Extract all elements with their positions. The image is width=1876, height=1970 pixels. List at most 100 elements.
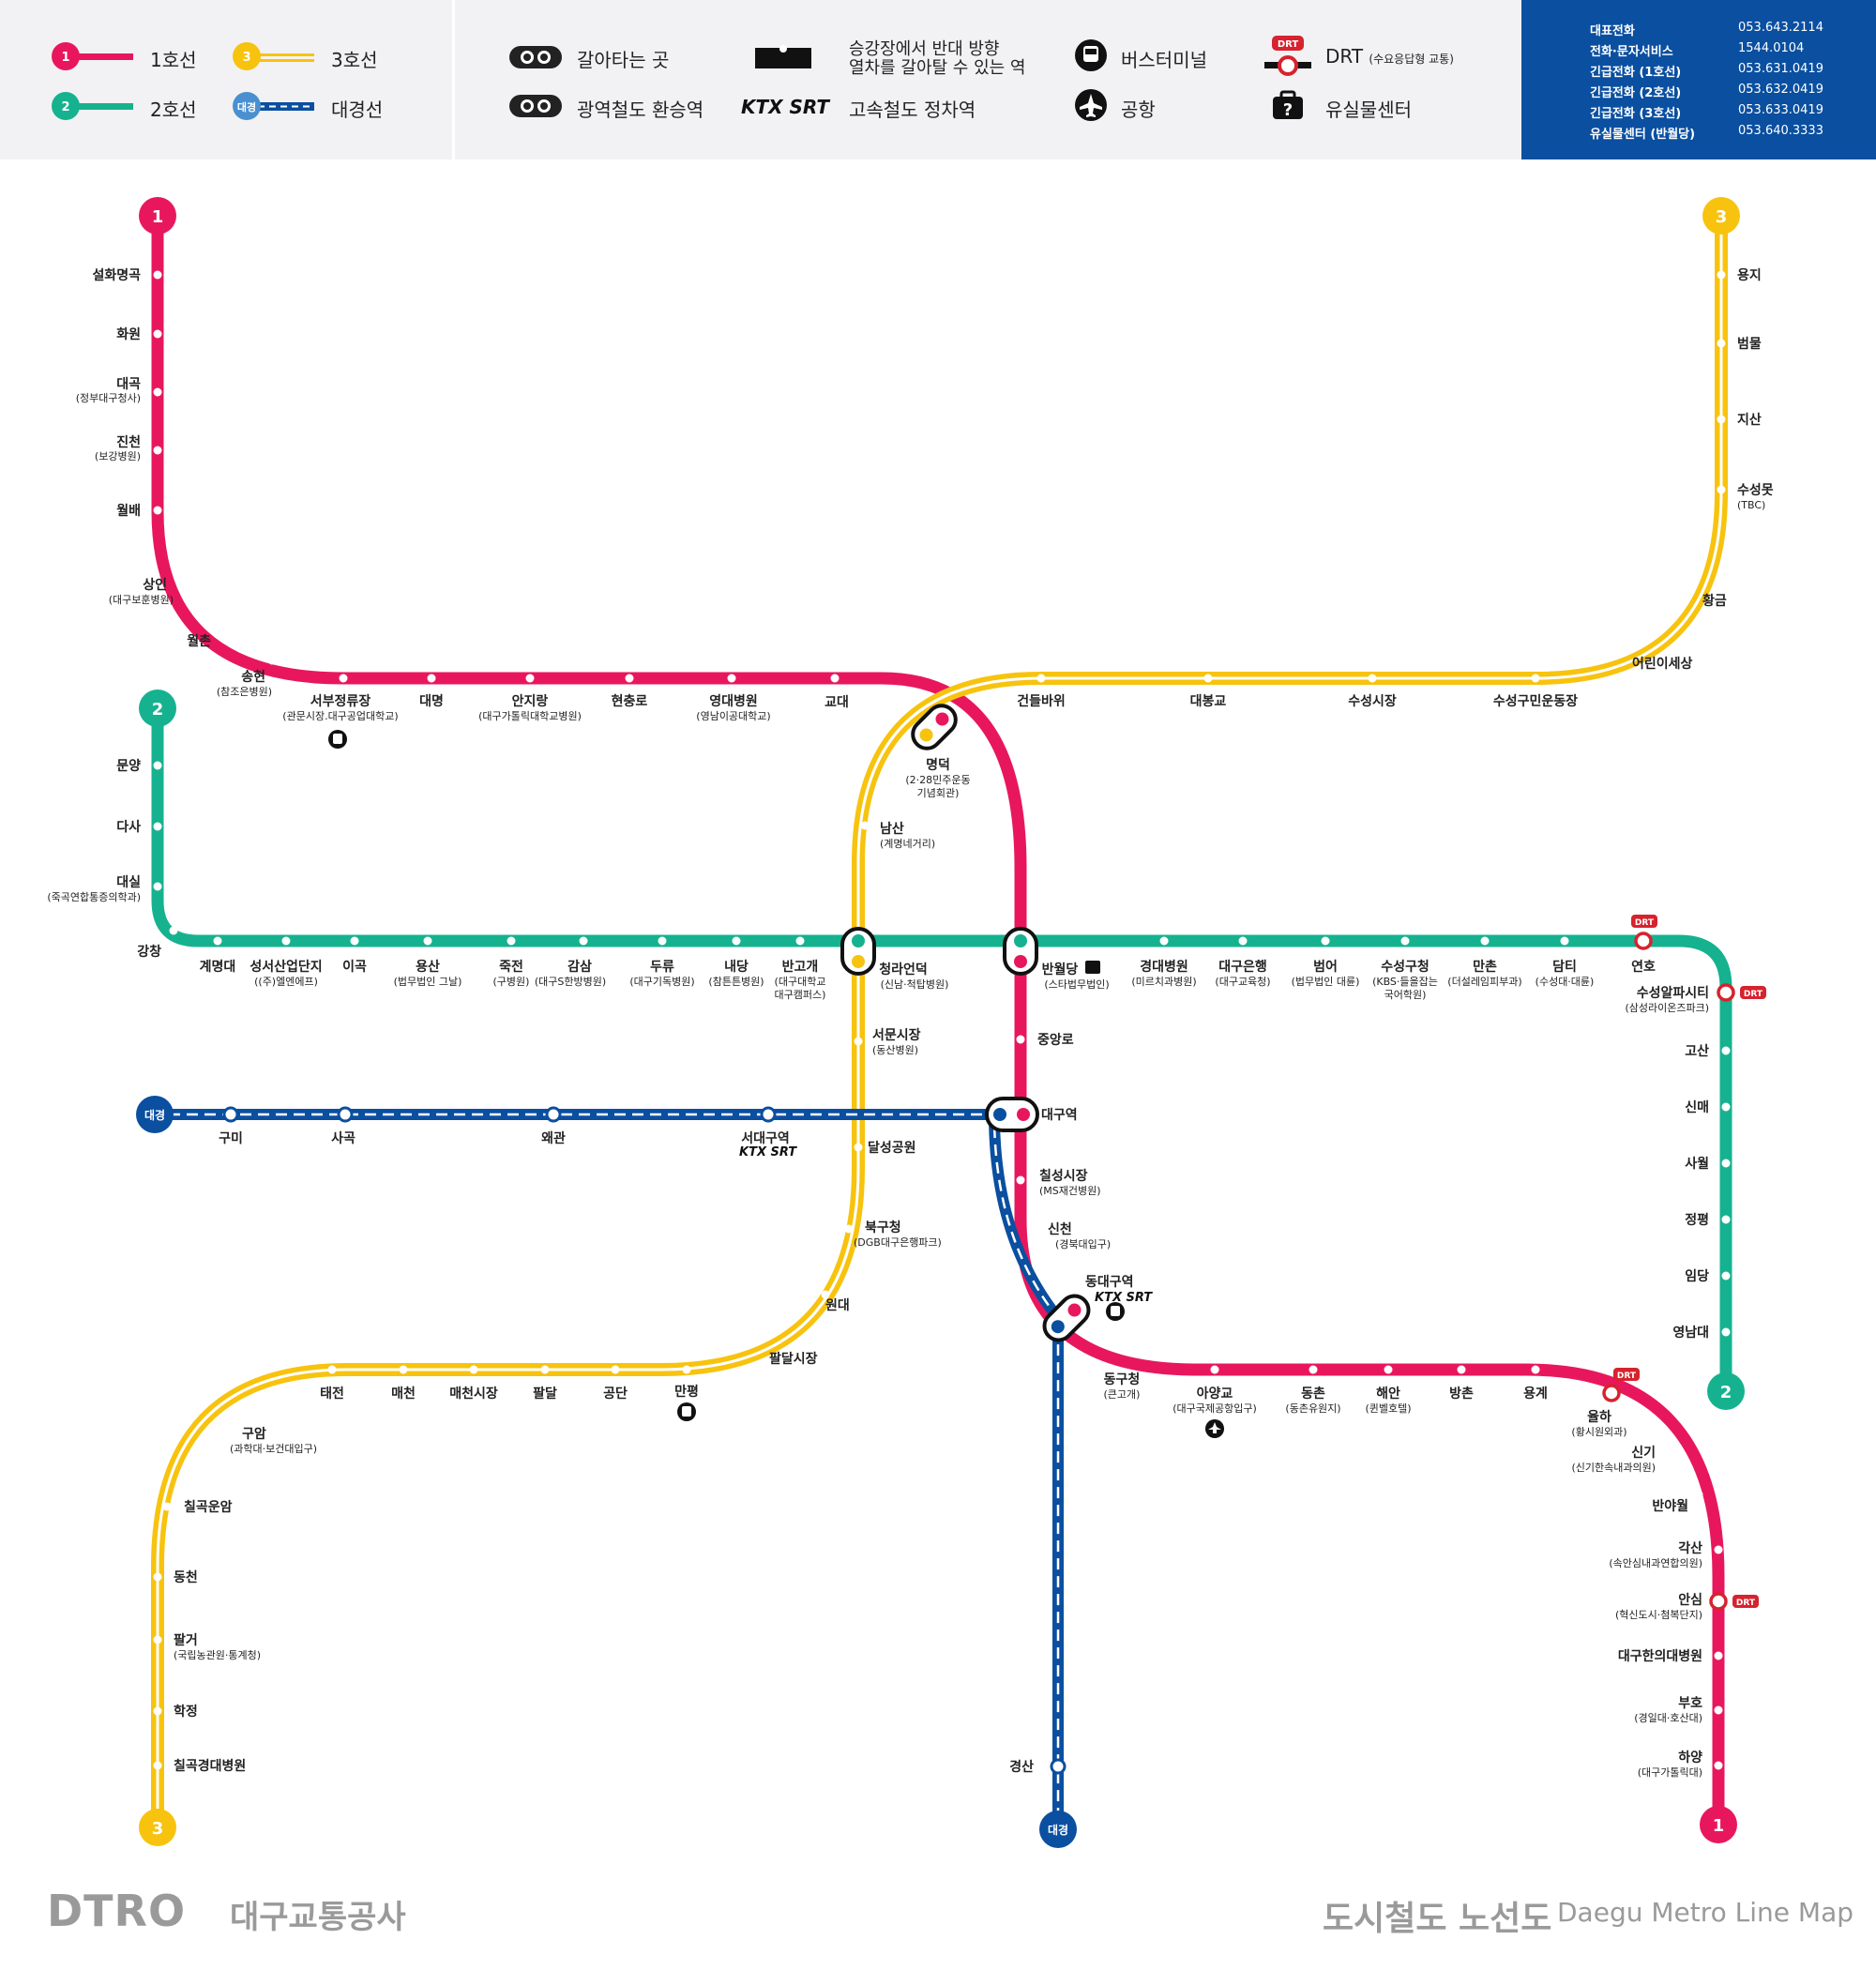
station-sublabel: (MS재건병원) — [1039, 1185, 1101, 1197]
station-label: 북구청 — [865, 1220, 901, 1235]
line3-swatch-b — [247, 59, 314, 62]
contact-value: 053.631.0419 — [1738, 62, 1823, 76]
opposite-platform-icon — [755, 48, 811, 68]
station-label: 각산 — [1678, 1540, 1702, 1556]
transfer-marker-cheongna — [840, 927, 876, 976]
contact-value: 053.643.2114 — [1738, 21, 1823, 35]
station-sublabel: (혁신도시·첨복단지) — [1615, 1609, 1702, 1621]
drt-station-icon — [1278, 55, 1298, 76]
station-sublabel: (황시원외과) — [1571, 1426, 1626, 1438]
station-label: 동천 — [174, 1570, 198, 1585]
station-label: 안지랑 — [512, 693, 549, 709]
station-label: 지산 — [1737, 412, 1762, 428]
station-sublabel: (법무법인 대륜) — [1292, 976, 1360, 988]
legend-line2-label: 2호선 — [150, 98, 197, 121]
lost-found-icon — [1273, 97, 1303, 119]
contact-label: 긴급전화 (3호선) — [1590, 107, 1682, 121]
station-label: 만평 — [674, 1384, 699, 1400]
station-sublabel: (대구가톨릭대) — [1638, 1766, 1702, 1779]
station-label: 신기 — [1631, 1446, 1656, 1461]
station-sublabel: (DGB대구은행파크) — [854, 1236, 942, 1249]
station-sublabel: (미르치과병원) — [1131, 976, 1196, 988]
station-label: 학정 — [174, 1704, 198, 1720]
station-sublabel: (퀸벨호텔) — [1365, 1402, 1411, 1415]
transfer-marker-daegu-station — [985, 1097, 1039, 1132]
station-label: 명덕 — [926, 757, 950, 773]
legend-drt-text: DRT — [1325, 45, 1364, 68]
drt-marker-yeonho: DRT — [1631, 915, 1657, 950]
station-label: 상인 — [143, 577, 167, 593]
station-label: 사월 — [1685, 1156, 1709, 1172]
station-sublabel: (대구S한방병원) — [535, 976, 606, 988]
station-sublabel: (신남·척탑병원) — [881, 978, 949, 991]
station-label: 범물 — [1737, 337, 1762, 352]
station-sublabel: (대구보훈병원) — [109, 594, 174, 606]
station-label: 수성구민운동장 — [1493, 693, 1578, 709]
contact-label: 긴급전화 (1호선) — [1590, 66, 1682, 80]
ktx-srt-logo: KTX SRT — [739, 1145, 797, 1159]
station-sublabel: (TBC) — [1737, 499, 1765, 511]
line3-badge — [233, 42, 261, 70]
line1-station-dots — [153, 270, 1723, 1770]
line3-swatch-a — [247, 53, 314, 56]
station-sublabel: (과학대·보건대입구) — [230, 1443, 317, 1455]
station-labels: 설화명곡 화원 대곡 (정부대구청사) 진천 (보강병원) 월배 상인 (대구보… — [47, 267, 1773, 1779]
transfer-marker-dongdaegu — [1042, 1294, 1091, 1342]
line3-station-dots — [153, 270, 1726, 1770]
line3-route — [151, 216, 1728, 1827]
legend-divider — [452, 0, 455, 159]
daegyeong-terminal-text: 대경 — [144, 1109, 165, 1122]
station-label: 대곡 — [116, 377, 141, 392]
station-sublabel: (보강병원) — [95, 450, 141, 462]
line1-terminal-badge: 1 — [139, 197, 176, 235]
station-label: 칠곡운암 — [184, 1499, 233, 1515]
station-label: 서대구역 — [741, 1130, 790, 1146]
contact-row: 긴급전화 (3호선)053.633.0419 — [1590, 103, 1853, 124]
drt-badge-text: DRT — [1635, 918, 1655, 928]
station-label: 동촌 — [1301, 1387, 1325, 1402]
regional-transfer-icon — [509, 95, 562, 117]
station-label: 건들바위 — [1017, 693, 1066, 709]
drt-marker-yulha: DRT — [1602, 1368, 1640, 1402]
station-label: 해안 — [1376, 1386, 1400, 1402]
legend-drt-sub: (수요응답형 교통) — [1369, 53, 1454, 66]
legend-airport-label: 공항 — [1121, 98, 1156, 121]
contact-row: 유실물센터 (반월당)053.640.3333 — [1590, 124, 1853, 144]
station-sublabel: (정부대구청사) — [76, 392, 141, 404]
dtro-logo: DTRO — [47, 1886, 187, 1936]
station-label: 화원 — [116, 327, 141, 342]
station-label: 칠곡경대병원 — [174, 1758, 246, 1774]
station-sublabel: (구병원) — [493, 976, 530, 988]
station-label: 월배 — [116, 503, 141, 519]
daegyeong-terminal-badge: 대경 — [136, 1096, 174, 1133]
drt-badge-text: DRT — [1744, 990, 1763, 999]
station-label: 대구역 — [1041, 1107, 1078, 1123]
station-sublabel: (법무법인 그날) — [394, 976, 462, 988]
station-label: 신매 — [1685, 1100, 1709, 1115]
contact-value: 053.640.3333 — [1738, 124, 1823, 138]
station-label: 서부정류장 — [310, 693, 371, 709]
legend-lost-found-label: 유실물센터 — [1325, 98, 1412, 121]
station-sublabel: ((주)엘엔에프) — [254, 976, 318, 988]
station-label: 매천시장 — [449, 1386, 498, 1402]
line3-badge-text: 3 — [242, 51, 250, 65]
station-sublabel: 국어학원) — [1384, 989, 1427, 1001]
station-sublabel: (국립농관원·통계청) — [174, 1649, 261, 1661]
station-label: 사곡 — [331, 1131, 356, 1146]
station-label: 담티 — [1552, 959, 1577, 975]
station-label: 죽전 — [499, 959, 523, 975]
line2-terminal-badge: 2 — [1707, 1372, 1745, 1410]
legend-daegyeong-label: 대경선 — [331, 98, 384, 121]
line2-terminal-text: 2 — [152, 700, 164, 720]
map-title-korean: 도시철도 노선도 — [1323, 1900, 1552, 1938]
station-sublabel: (참튼튼병원) — [708, 976, 764, 988]
station-label: 대명 — [419, 693, 444, 709]
station-sublabel: (경북대입구) — [1055, 1238, 1111, 1250]
daegyeong-terminal-badge: 대경 — [1039, 1811, 1077, 1848]
station-sublabel: (스타법무법인) — [1044, 978, 1109, 991]
transfer-marker-myeongdeok — [911, 704, 958, 750]
station-label: 율하 — [1587, 1409, 1611, 1425]
